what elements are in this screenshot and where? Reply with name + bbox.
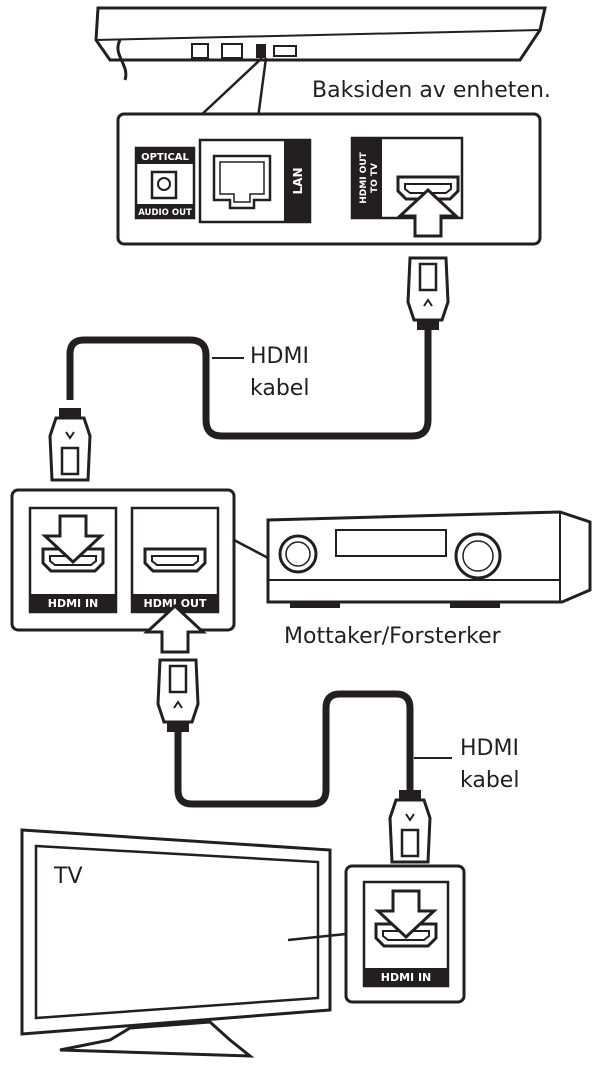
callout-line <box>197 57 263 119</box>
receiver-unit <box>266 510 592 608</box>
tv-in-label: HDMI IN <box>381 971 432 984</box>
lan-label-bg <box>284 140 310 222</box>
tv-unit <box>20 828 332 1058</box>
audio-out-label-bg <box>136 204 194 218</box>
hdmi-cable-1 <box>66 330 432 440</box>
receiver-out-socket <box>143 547 207 573</box>
receiver-in-label: HDMI IN <box>48 597 99 610</box>
receiver-in-label-bg <box>30 594 116 612</box>
player-device <box>94 6 547 81</box>
lan-port <box>212 154 272 210</box>
hdmi-out-label-line1: HDMI OUT <box>359 151 369 203</box>
cable-2-label-line2: kabel <box>460 768 520 793</box>
hdmi-plug-receiver-out-icon <box>156 658 200 734</box>
hdmi-out-label-line2: TO TV <box>370 163 380 193</box>
rear-panel: OPTICAL AUDIO OUT LAN HDMI OUT TO TV <box>116 112 542 246</box>
device-rear-label: Baksiden av enheten. <box>312 78 551 103</box>
hdmi-out-label-bg <box>352 138 382 218</box>
tv-callout-line <box>287 932 347 942</box>
hdmi-cable-2 <box>174 690 414 808</box>
receiver-panel: HDMI IN HDMI OUT <box>10 488 236 632</box>
receiver-label: Mottaker/Forsterker <box>284 624 501 649</box>
callout-line <box>256 57 268 119</box>
hdmi-plug-receiver-in-icon <box>48 406 92 482</box>
receiver-callout-line <box>233 538 273 562</box>
cable-1-label-line2: kabel <box>250 376 310 401</box>
tv-label: TV <box>54 864 83 889</box>
tv-in-label-bg <box>364 968 448 986</box>
hdmi-plug-tv-icon <box>388 788 432 864</box>
cable-2-label-line1: HDMI <box>460 736 519 761</box>
cable-1-label-line1: HDMI <box>250 344 309 369</box>
receiver-out-label: HDMI OUT <box>144 597 207 610</box>
optical-label-bg <box>136 148 194 164</box>
optical-label: OPTICAL <box>141 152 189 163</box>
receiver-out-label-bg <box>132 594 218 612</box>
lan-label: LAN <box>291 168 305 195</box>
audio-out-label: AUDIO OUT <box>138 208 192 218</box>
hdmi-plug-device-icon <box>406 256 450 332</box>
